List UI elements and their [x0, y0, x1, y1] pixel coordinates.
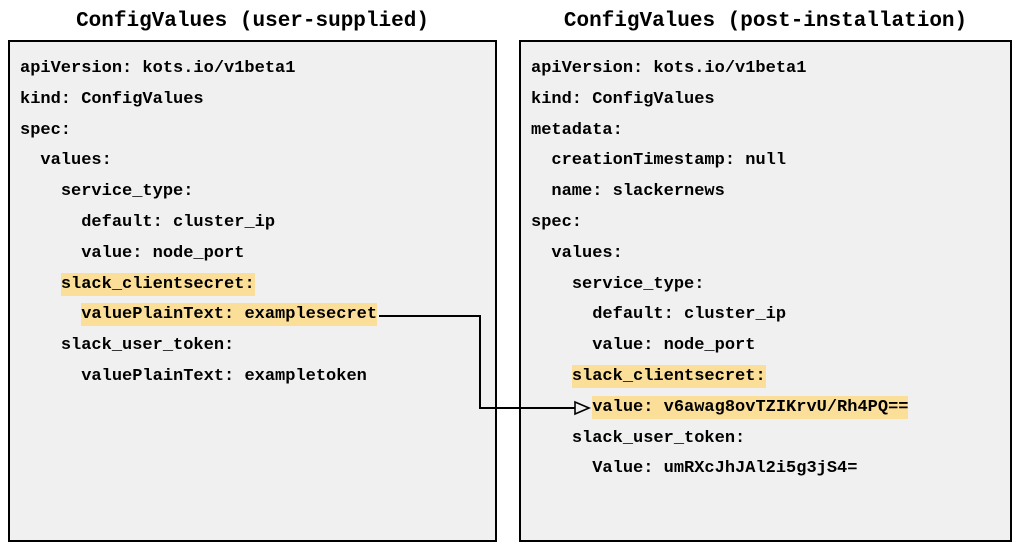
code-text: kind: ConfigValues	[531, 89, 715, 109]
left-config-panel: apiVersion: kots.io/v1beta1 kind: ConfigV…	[8, 40, 497, 542]
code-text: creationTimestamp: null	[551, 151, 787, 171]
code-indent	[531, 429, 572, 448]
code-text: service_type:	[60, 182, 194, 202]
code-line: apiVersion: kots.io/v1beta1	[531, 54, 1000, 85]
code-line: value: node_port	[531, 331, 1000, 362]
right-panel-title: ConfigValues (post-installation)	[563, 10, 968, 33]
code-text: service_type:	[571, 274, 705, 294]
code-line: slack_clientsecret:	[20, 270, 485, 301]
code-indent	[531, 367, 572, 386]
left-panel-title: ConfigValues (user-supplied)	[76, 10, 429, 33]
code-line: valuePlainText: examplesecret	[20, 300, 485, 331]
code-indent	[20, 151, 40, 170]
code-indent	[531, 398, 592, 417]
code-text: values:	[40, 151, 112, 171]
code-line: default: cluster_ip	[20, 208, 485, 239]
code-text: slack_user_token:	[60, 336, 235, 356]
code-indent	[531, 275, 572, 294]
code-line: service_type:	[531, 270, 1000, 301]
code-text: name: slackernews	[551, 182, 725, 202]
highlighted-code-text: slack_clientsecret:	[60, 274, 255, 294]
code-text: spec:	[531, 212, 583, 232]
code-indent	[531, 336, 592, 355]
code-text: value: node_port	[592, 336, 756, 356]
code-line: value: node_port	[20, 239, 485, 270]
highlighted-code-text: value: v6awag8ovTZIKrvU/Rh4PQ==	[592, 397, 909, 417]
code-line: apiVersion: kots.io/v1beta1	[20, 54, 485, 85]
code-text: value: node_port	[81, 243, 245, 263]
code-text: kind: ConfigValues	[20, 89, 204, 109]
code-text: apiVersion: kots.io/v1beta1	[20, 59, 296, 78]
code-line: name: slackernews	[531, 177, 1000, 208]
code-indent	[531, 305, 592, 324]
code-indent	[531, 459, 592, 478]
code-indent	[20, 336, 61, 355]
code-line: kind: ConfigValues	[531, 85, 1000, 116]
code-indent	[20, 367, 81, 386]
code-line: slack_user_token:	[531, 424, 1000, 455]
code-line: default: cluster_ip	[531, 300, 1000, 331]
highlighted-code-text: valuePlainText: examplesecret	[81, 305, 378, 325]
code-text: apiVersion: kots.io/v1beta1	[531, 59, 807, 78]
code-indent	[20, 182, 61, 201]
code-indent	[20, 213, 81, 232]
code-text: spec:	[20, 120, 72, 140]
code-line: slack_clientsecret:	[531, 362, 1000, 393]
code-line: values:	[531, 239, 1000, 270]
code-indent	[20, 305, 81, 324]
code-line: Value: umRXcJhJAl2i5g3jS4=	[531, 454, 1000, 485]
code-text: metadata:	[531, 120, 623, 140]
code-line: metadata:	[531, 116, 1000, 147]
code-text: values:	[551, 243, 623, 263]
code-line: kind: ConfigValues	[20, 85, 485, 116]
right-config-panel: apiVersion: kots.io/v1beta1 kind: ConfigV…	[519, 40, 1012, 542]
code-line: slack_user_token:	[20, 331, 485, 362]
code-text: slack_user_token:	[571, 428, 746, 448]
code-line: spec:	[531, 208, 1000, 239]
code-line: values:	[20, 146, 485, 177]
code-line: service_type:	[20, 177, 485, 208]
code-text: default: cluster_ip	[81, 212, 276, 232]
code-indent	[20, 275, 61, 294]
highlighted-code-text: slack_clientsecret:	[571, 366, 766, 386]
code-line: value: v6awag8ovTZIKrvU/Rh4PQ==	[531, 393, 1000, 424]
code-line: creationTimestamp: null	[531, 146, 1000, 177]
code-text: Value: umRXcJhJAl2i5g3jS4=	[592, 459, 858, 479]
code-indent	[20, 244, 81, 263]
code-line: valuePlainText: exampletoken	[20, 362, 485, 393]
code-text: default: cluster_ip	[592, 305, 787, 325]
code-indent	[531, 151, 551, 170]
code-text: valuePlainText: exampletoken	[81, 366, 367, 386]
code-line: spec:	[20, 116, 485, 147]
code-indent	[531, 244, 551, 263]
code-indent	[531, 182, 551, 201]
